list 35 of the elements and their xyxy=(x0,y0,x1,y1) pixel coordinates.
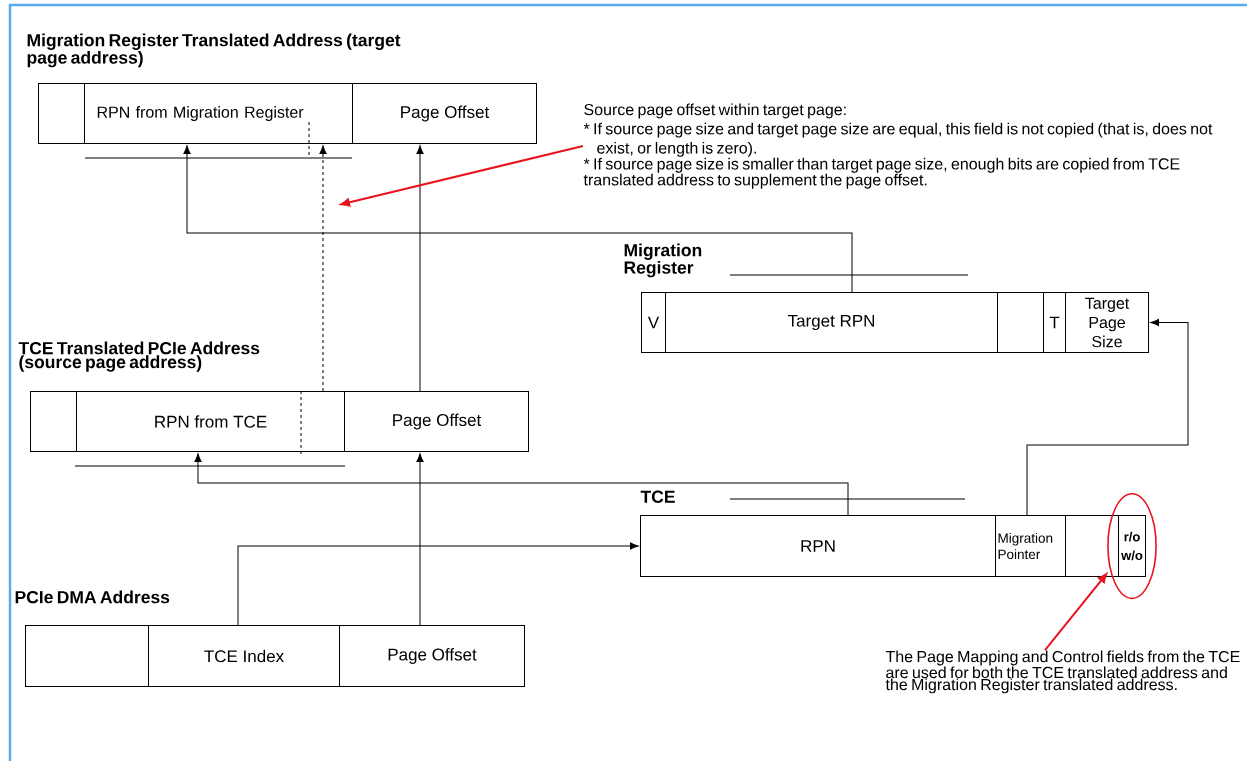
register-field xyxy=(997,292,1044,353)
register-field: V xyxy=(641,292,666,353)
register-field: RPN from Migration Register xyxy=(84,83,353,144)
arrow xyxy=(416,145,424,392)
arrow xyxy=(237,542,639,626)
register-field xyxy=(25,625,149,687)
register-heading: PCIe DMA Address xyxy=(15,590,170,604)
register-field: r/o w/o xyxy=(1118,515,1146,577)
register-field: Page Offset xyxy=(352,83,537,144)
register-field: Page Offset xyxy=(344,391,529,452)
register-heading: TCE xyxy=(640,490,675,503)
register-heading: Migration Register xyxy=(624,243,702,278)
register-field: RPN xyxy=(640,515,996,577)
arrow xyxy=(1026,318,1189,516)
register-field xyxy=(30,391,77,452)
register-heading: TCE Translated PCIe Address (source page address) xyxy=(18,341,260,372)
register-field: Migration Pointer xyxy=(995,515,1066,577)
pointer-arrow xyxy=(340,145,584,207)
arrow xyxy=(194,453,849,516)
register-field xyxy=(38,83,85,144)
register-field xyxy=(1065,515,1119,577)
arrow xyxy=(416,453,424,626)
highlight-ellipse xyxy=(1107,492,1157,600)
annotation-text: Source page offset within target page: * If source page size and target page size are equal, this field is not copied (that is, does not exist, or length is zero). * If source page size is smaller than target page size, enough bits are copied from TCE translated address to supplement the page offset. xyxy=(583,103,1213,189)
register-field: RPN from TCE xyxy=(76,391,345,452)
register-field: T xyxy=(1043,292,1066,353)
register-field: Target Page Size xyxy=(1065,292,1149,353)
register-field: TCE Index xyxy=(148,625,340,687)
annotation-text: The Page Mapping and Control fields from the TCE are used for both the TCE translated address and the Migration Register translated address. xyxy=(885,650,1240,694)
register-field: Page Offset xyxy=(339,625,525,687)
register-field: Target RPN xyxy=(665,292,998,353)
register-heading: Migration Register Translated Address (target page address) xyxy=(27,33,401,68)
dashed-arrow xyxy=(319,145,327,392)
arrow xyxy=(183,145,853,293)
pointer-arrow xyxy=(1044,573,1107,651)
